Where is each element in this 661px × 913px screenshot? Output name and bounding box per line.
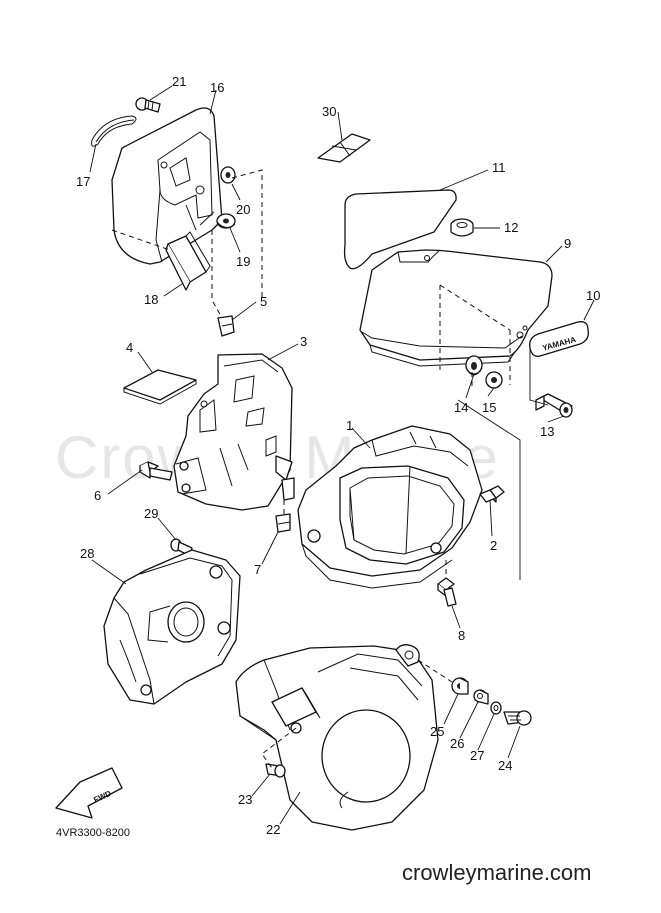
part-15-grommet — [485, 371, 503, 389]
part-14-grommet — [465, 355, 483, 376]
part-27-washer — [490, 701, 502, 715]
callout-6: 6 — [94, 488, 101, 503]
part-8-bolt — [437, 577, 457, 607]
callout-24: 24 — [498, 758, 512, 773]
callout-21: 21 — [172, 74, 186, 89]
callout-17: 17 — [76, 174, 90, 189]
part-2-bolt — [479, 485, 505, 503]
part-6-bolt — [139, 461, 173, 481]
site-name: crowleymarine.com — [402, 860, 592, 885]
callout-26: 26 — [450, 736, 464, 751]
part-23-screw — [265, 763, 286, 778]
fwd-arrow-icon: FWD — [55, 767, 123, 819]
callout-10: 10 — [586, 288, 600, 303]
callout-22: 22 — [266, 822, 280, 837]
callout-14: 14 — [454, 400, 468, 415]
callout-5: 5 — [260, 294, 267, 309]
callout-labels: 1 2 3 4 5 6 7 8 9 10 11 12 13 14 15 16 1… — [76, 74, 600, 837]
part-26-collar — [473, 689, 489, 705]
part-9-cover — [359, 249, 553, 367]
callout-28: 28 — [80, 546, 94, 561]
part-1-housing — [297, 425, 483, 589]
part-11-panel — [343, 189, 457, 270]
callout-27: 27 — [470, 748, 484, 763]
callout-30: 30 — [322, 104, 336, 119]
leader-lines — [89, 85, 595, 825]
assembly-line-13 — [529, 345, 549, 406]
callout-4: 4 — [126, 340, 133, 355]
part-10-emblem: YAMAHA — [529, 321, 589, 357]
diagram-code: 4VR3300-8200 — [56, 827, 130, 839]
callout-19: 19 — [236, 254, 250, 269]
part-20-grommet — [220, 166, 236, 184]
callout-8: 8 — [458, 628, 465, 643]
callout-2: 2 — [490, 538, 497, 553]
callout-12: 12 — [504, 220, 518, 235]
callout-13: 13 — [540, 424, 554, 439]
callout-16: 16 — [210, 80, 224, 95]
part-21-screw — [135, 97, 161, 113]
part-25-grommet — [451, 677, 469, 695]
callout-7: 7 — [254, 562, 261, 577]
part-24-bolt — [503, 710, 532, 726]
callout-15: 15 — [482, 400, 496, 415]
callout-29: 29 — [144, 506, 158, 521]
callout-20: 20 — [236, 202, 250, 217]
callout-25: 25 — [430, 724, 444, 739]
callout-18: 18 — [144, 292, 158, 307]
assembly-lines-upper-left — [111, 169, 263, 319]
assembly-line-23 — [261, 727, 297, 769]
callout-11: 11 — [492, 160, 506, 175]
part-13-screw — [535, 393, 573, 418]
callout-3: 3 — [300, 334, 307, 349]
part-7-clip — [275, 513, 291, 533]
part-28-gearcase — [103, 549, 241, 705]
part-4-pad — [123, 369, 197, 405]
part-3-bracket — [173, 353, 295, 511]
part-16-upper-cover — [111, 107, 223, 265]
part-19-grommet — [216, 213, 236, 229]
part-12-grommet — [450, 218, 474, 237]
assembly-line-1 — [457, 399, 521, 580]
callout-1: 1 — [346, 418, 353, 433]
callout-9: 9 — [564, 236, 571, 251]
part-30-pad — [317, 133, 371, 163]
part-5-clip — [217, 315, 235, 337]
part-17-seal — [91, 115, 137, 147]
part-22-lower-cover — [235, 644, 439, 831]
part-18-foam — [165, 231, 211, 291]
callout-23: 23 — [238, 792, 252, 807]
assembly-line-25 — [417, 659, 453, 683]
